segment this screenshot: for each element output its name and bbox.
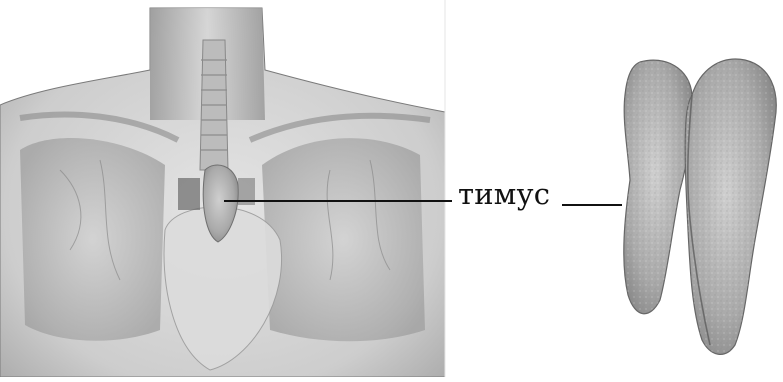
sternum-shadow bbox=[178, 178, 200, 210]
thymus-label: тимус bbox=[458, 180, 550, 209]
lung-left bbox=[20, 138, 165, 341]
thymus-texture-right bbox=[685, 59, 776, 354]
thymus-texture-left bbox=[624, 60, 693, 314]
lung-right bbox=[262, 138, 425, 341]
isolated-thymus-figure bbox=[624, 59, 776, 354]
torso-anatomy-figure bbox=[0, 0, 445, 377]
